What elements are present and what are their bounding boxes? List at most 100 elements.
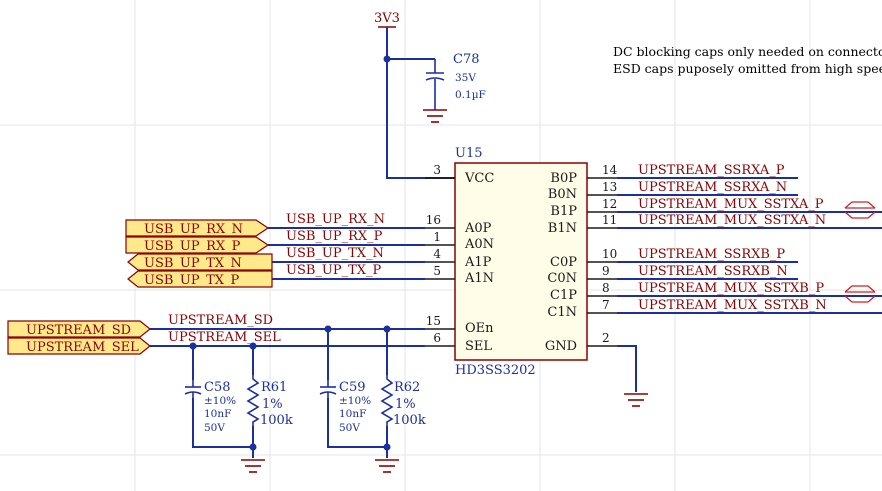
pin-label-b1p: B1P (550, 204, 577, 219)
pin-label-a1n: A1N (464, 271, 494, 286)
svg-text:UPSTREAM_SEL: UPSTREAM_SEL (26, 340, 139, 355)
r62-value: 100k (393, 413, 426, 428)
pin-num-b1p: 12 (602, 197, 617, 211)
vcc-wire (386, 27, 455, 179)
pin-num-a0n: 1 (433, 230, 441, 244)
net-label-upstream-sel: UPSTREAM_SEL (168, 330, 281, 345)
pin-label-a0n: A0N (464, 237, 494, 252)
r61-tolerance: 1% (262, 397, 283, 412)
net-label-ssrxb-p: UPSTREAM_SSRXB_P (638, 247, 785, 262)
pin-num-c1p: 8 (602, 281, 610, 295)
svg-text:USB_UP_RX_P: USB_UP_RX_P (144, 239, 241, 254)
pin-num-vcc: 3 (433, 163, 441, 177)
power-net-label: 3V3 (374, 11, 400, 26)
diff-pair-marker-b (844, 285, 876, 303)
net-label-usb-up-tx-p: USB_UP_TX_P (286, 263, 382, 278)
net-label-mux-sstxb-p: UPSTREAM_MUX_SSTXB_P (638, 281, 824, 296)
net-label-ssrxa-p: UPSTREAM_SSRXA_P (638, 163, 785, 178)
ground-symbol-1 (241, 459, 265, 473)
pin-label-a1p: A1P (464, 255, 492, 270)
pin-label-b0p: B0P (550, 171, 577, 186)
pin-num-gnd: 2 (602, 331, 610, 345)
ic-pin-stubs (425, 177, 617, 347)
c78-designator: C78 (453, 52, 480, 67)
net-label-mux-sstxb-n: UPSTREAM_MUX_SSTXB_N (638, 298, 827, 313)
pin-label-vcc: VCC (464, 171, 494, 186)
c59-designator: C59 (339, 380, 366, 395)
c58-voltage: 50V (204, 422, 225, 434)
pin-label-sel: SEL (465, 339, 492, 354)
r62-designator: R62 (394, 380, 420, 395)
port-usb-up-tx-p[interactable]: USB_UP_TX_P (127, 270, 273, 288)
wire-c58-r61-bottom (192, 398, 254, 448)
c78-voltage: 35V (455, 72, 476, 84)
pin-label-c0n: C0N (547, 271, 577, 286)
c78-value: 0.1µF (455, 89, 486, 101)
pin-num-b0p: 14 (602, 163, 618, 177)
c59-value: 10nF (339, 408, 366, 420)
port-upstream-sd[interactable]: UPSTREAM_SD (7, 320, 151, 338)
pin-label-a0p: A0P (464, 221, 492, 236)
port-usb-up-rx-p[interactable]: USB_UP_RX_P (125, 236, 270, 254)
net-label-ssrxb-n: UPSTREAM_SSRXB_N (638, 264, 788, 279)
pin-num-oen: 15 (426, 314, 441, 328)
pin-label-oen: OEn (465, 321, 494, 336)
pin-label-gnd: GND (545, 339, 577, 354)
pin-num-c1n: 7 (602, 298, 610, 312)
ic-u15[interactable]: U15 HD3SS3202 VCC A0P A0N A1P A1N OEn SE… (426, 146, 618, 378)
r61-value: 100k (260, 413, 293, 428)
r62-tolerance: 1% (395, 397, 416, 412)
ground-symbol-2 (375, 459, 399, 473)
pin-label-c1n: C1N (547, 305, 577, 320)
port-upstream-sel[interactable]: UPSTREAM_SEL (7, 337, 151, 355)
pin-num-sel: 6 (433, 331, 441, 345)
port-usb-up-tx-n[interactable]: USB_UP_TX_N (127, 253, 273, 271)
capacitor-c59[interactable]: C59 ±10% 10nF 50V (319, 380, 371, 434)
wire-c59-r62-bottom (327, 398, 388, 448)
pin-label-b0n: B0N (548, 187, 577, 202)
note-esd-caps: ESD caps puposely omitted from high spee… (613, 61, 882, 76)
c58-value: 10nF (204, 408, 231, 420)
pin-num-a1n: 5 (433, 264, 441, 278)
ic-part-number: HD3SS3202 (455, 363, 536, 378)
capacitor-c78[interactable]: C78 35V 0.1µF (423, 52, 486, 123)
net-label-usb-up-rx-n: USB_UP_RX_N (286, 212, 385, 227)
resistor-r61[interactable]: R61 1% 100k (246, 375, 293, 428)
c59-tolerance: ±10% (339, 395, 371, 407)
r61-designator: R61 (261, 380, 287, 395)
svg-text:USB_UP_RX_N: USB_UP_RX_N (144, 222, 243, 237)
pin-num-a0p: 16 (426, 213, 441, 227)
note-dc-blocking: DC blocking caps only needed on connecto… (613, 44, 882, 59)
net-label-usb-up-tx-n: USB_UP_TX_N (286, 246, 384, 261)
c58-tolerance: ±10% (204, 395, 236, 407)
svg-text:USB_UP_TX_N: USB_UP_TX_N (144, 256, 242, 271)
net-label-upstream-sd: UPSTREAM_SD (168, 313, 273, 328)
net-label-mux-sstxa-n: UPSTREAM_MUX_SSTXA_N (638, 213, 826, 228)
diff-pair-marker-a (844, 201, 876, 219)
power-symbol-3v3[interactable]: 3V3 (374, 11, 400, 28)
pin-num-b0n: 13 (602, 180, 617, 194)
net-label-mux-sstxa-p: UPSTREAM_MUX_SSTXA_P (638, 197, 824, 212)
pin-label-c0p: C0P (550, 255, 577, 270)
net-label-usb-up-rx-p: USB_UP_RX_P (286, 229, 383, 244)
pin-label-b1n: B1N (548, 221, 577, 236)
pin-num-b1n: 11 (602, 213, 617, 227)
ic-designator: U15 (455, 146, 483, 161)
c58-designator: C58 (204, 380, 231, 395)
resistor-r62[interactable]: R62 1% 100k (380, 375, 426, 428)
port-usb-up-rx-n[interactable]: USB_UP_RX_N (125, 219, 270, 237)
pin-num-c0p: 10 (602, 247, 617, 261)
net-label-ssrxa-n: UPSTREAM_SSRXA_N (638, 180, 787, 195)
wire-ic-gnd (617, 345, 637, 392)
junction-c78 (383, 55, 391, 63)
pin-num-a1p: 4 (433, 247, 441, 261)
svg-text:UPSTREAM_SD: UPSTREAM_SD (26, 323, 131, 338)
pin-label-c1p: C1P (550, 288, 577, 303)
svg-text:USB_UP_TX_P: USB_UP_TX_P (144, 273, 240, 288)
ground-symbol-ic (624, 393, 648, 407)
capacitor-c58[interactable]: C58 ±10% 10nF 50V (184, 380, 236, 434)
c59-voltage: 50V (339, 422, 360, 434)
pin-num-c0n: 9 (602, 264, 610, 278)
